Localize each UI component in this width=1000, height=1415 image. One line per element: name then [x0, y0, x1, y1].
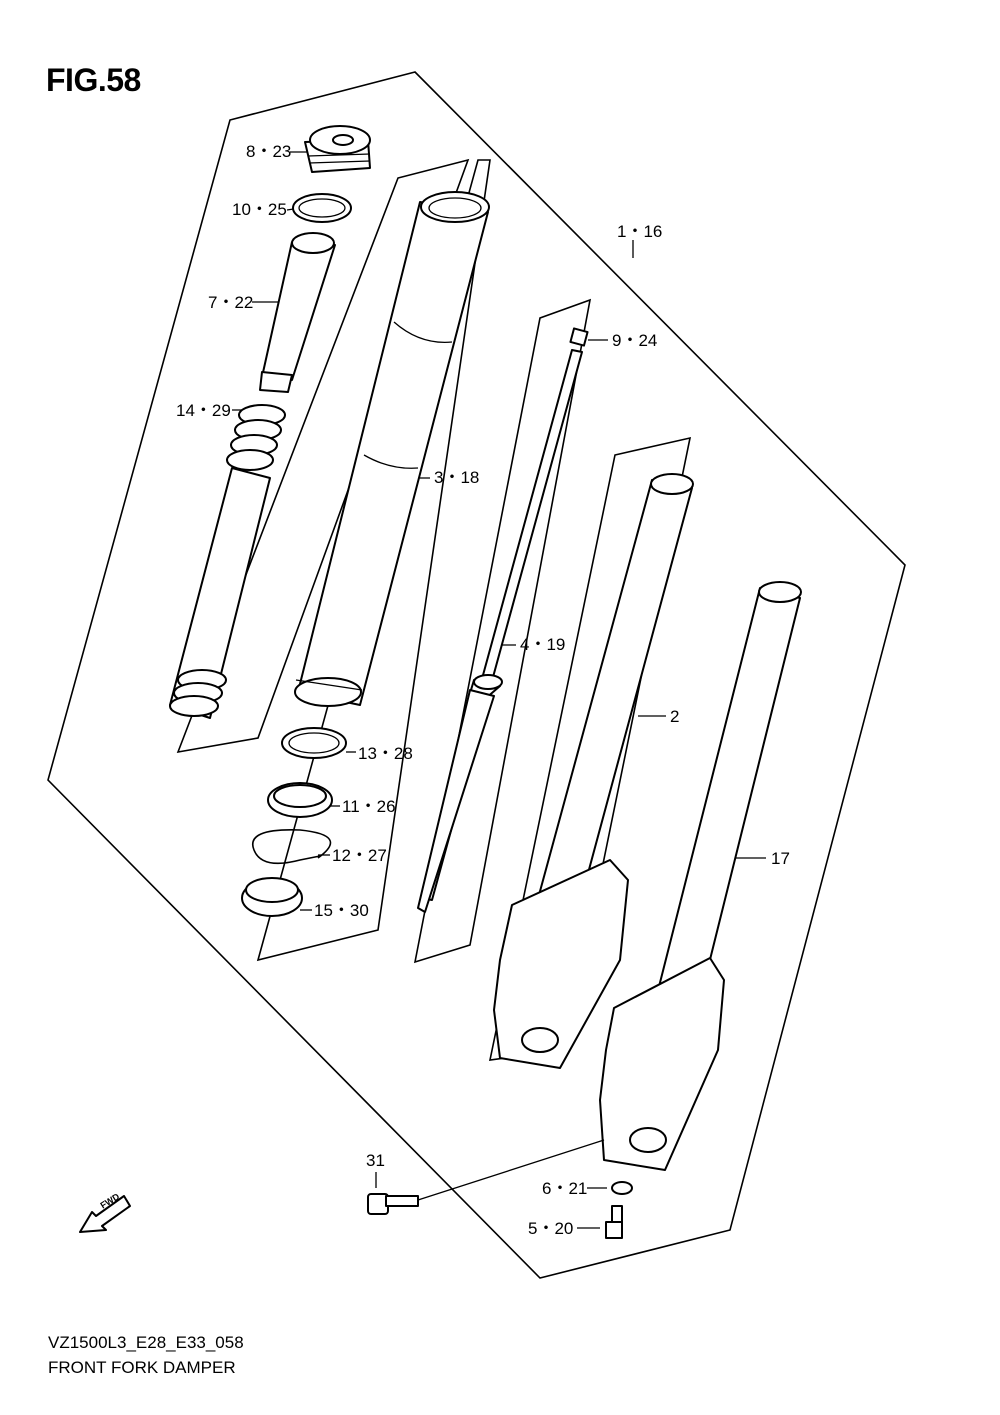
drain-bolt — [605, 1205, 623, 1239]
axle-pinch-bolt — [367, 1139, 605, 1215]
assembly-boundary — [47, 71, 906, 1279]
callout-3-18: 3・18 — [434, 468, 480, 487]
callout-8-23: 8・23 — [246, 142, 292, 161]
inner-tube — [294, 191, 490, 707]
callout-17: 17 — [771, 849, 790, 868]
o-ring — [292, 193, 352, 223]
figure-title: FIG.58 — [46, 62, 141, 98]
callout-31: 31 — [366, 1151, 385, 1170]
footer-caption: FRONT FORK DAMPER — [48, 1358, 236, 1377]
leader-lines — [232, 151, 766, 1229]
footer-code: VZ1500L3_E28_E33_058 — [48, 1333, 244, 1352]
callout-14-29: 14・29 — [176, 401, 231, 420]
callout-15-30: 15・30 — [314, 901, 369, 920]
callout-6-21: 6・21 — [542, 1179, 588, 1198]
fwd-arrow-icon — [79, 1195, 131, 1233]
callout-12-27: 12・27 — [332, 846, 387, 865]
callout-4-19: 4・19 — [520, 635, 566, 654]
callout-10-25: 10・25 — [232, 200, 287, 219]
group-frame-spring — [176, 158, 470, 754]
callout-5-20: 5・20 — [528, 1219, 574, 1238]
callout-2: 2 — [670, 707, 680, 726]
spacer-pipe — [259, 232, 336, 393]
callout-9-24: 9・24 — [612, 331, 658, 350]
callout-1-16: 1・16 — [617, 222, 663, 241]
damper-rod — [417, 349, 583, 913]
damper-rod-nut — [569, 327, 589, 347]
snap-ring — [251, 829, 332, 865]
callout-13-28: 13・28 — [358, 744, 413, 763]
fork-spring — [169, 404, 286, 719]
oil-seal — [267, 782, 333, 818]
dust-seal — [241, 877, 303, 917]
callout-11-26: 11・26 — [342, 797, 396, 816]
drain-washer — [611, 1181, 633, 1195]
fork-cap-bolt — [304, 125, 371, 173]
outer-tube-right — [493, 473, 694, 1069]
group-frame-damper-rod — [413, 298, 592, 964]
callout-7-22: 7・22 — [208, 293, 254, 312]
outer-tube-left — [599, 581, 802, 1171]
